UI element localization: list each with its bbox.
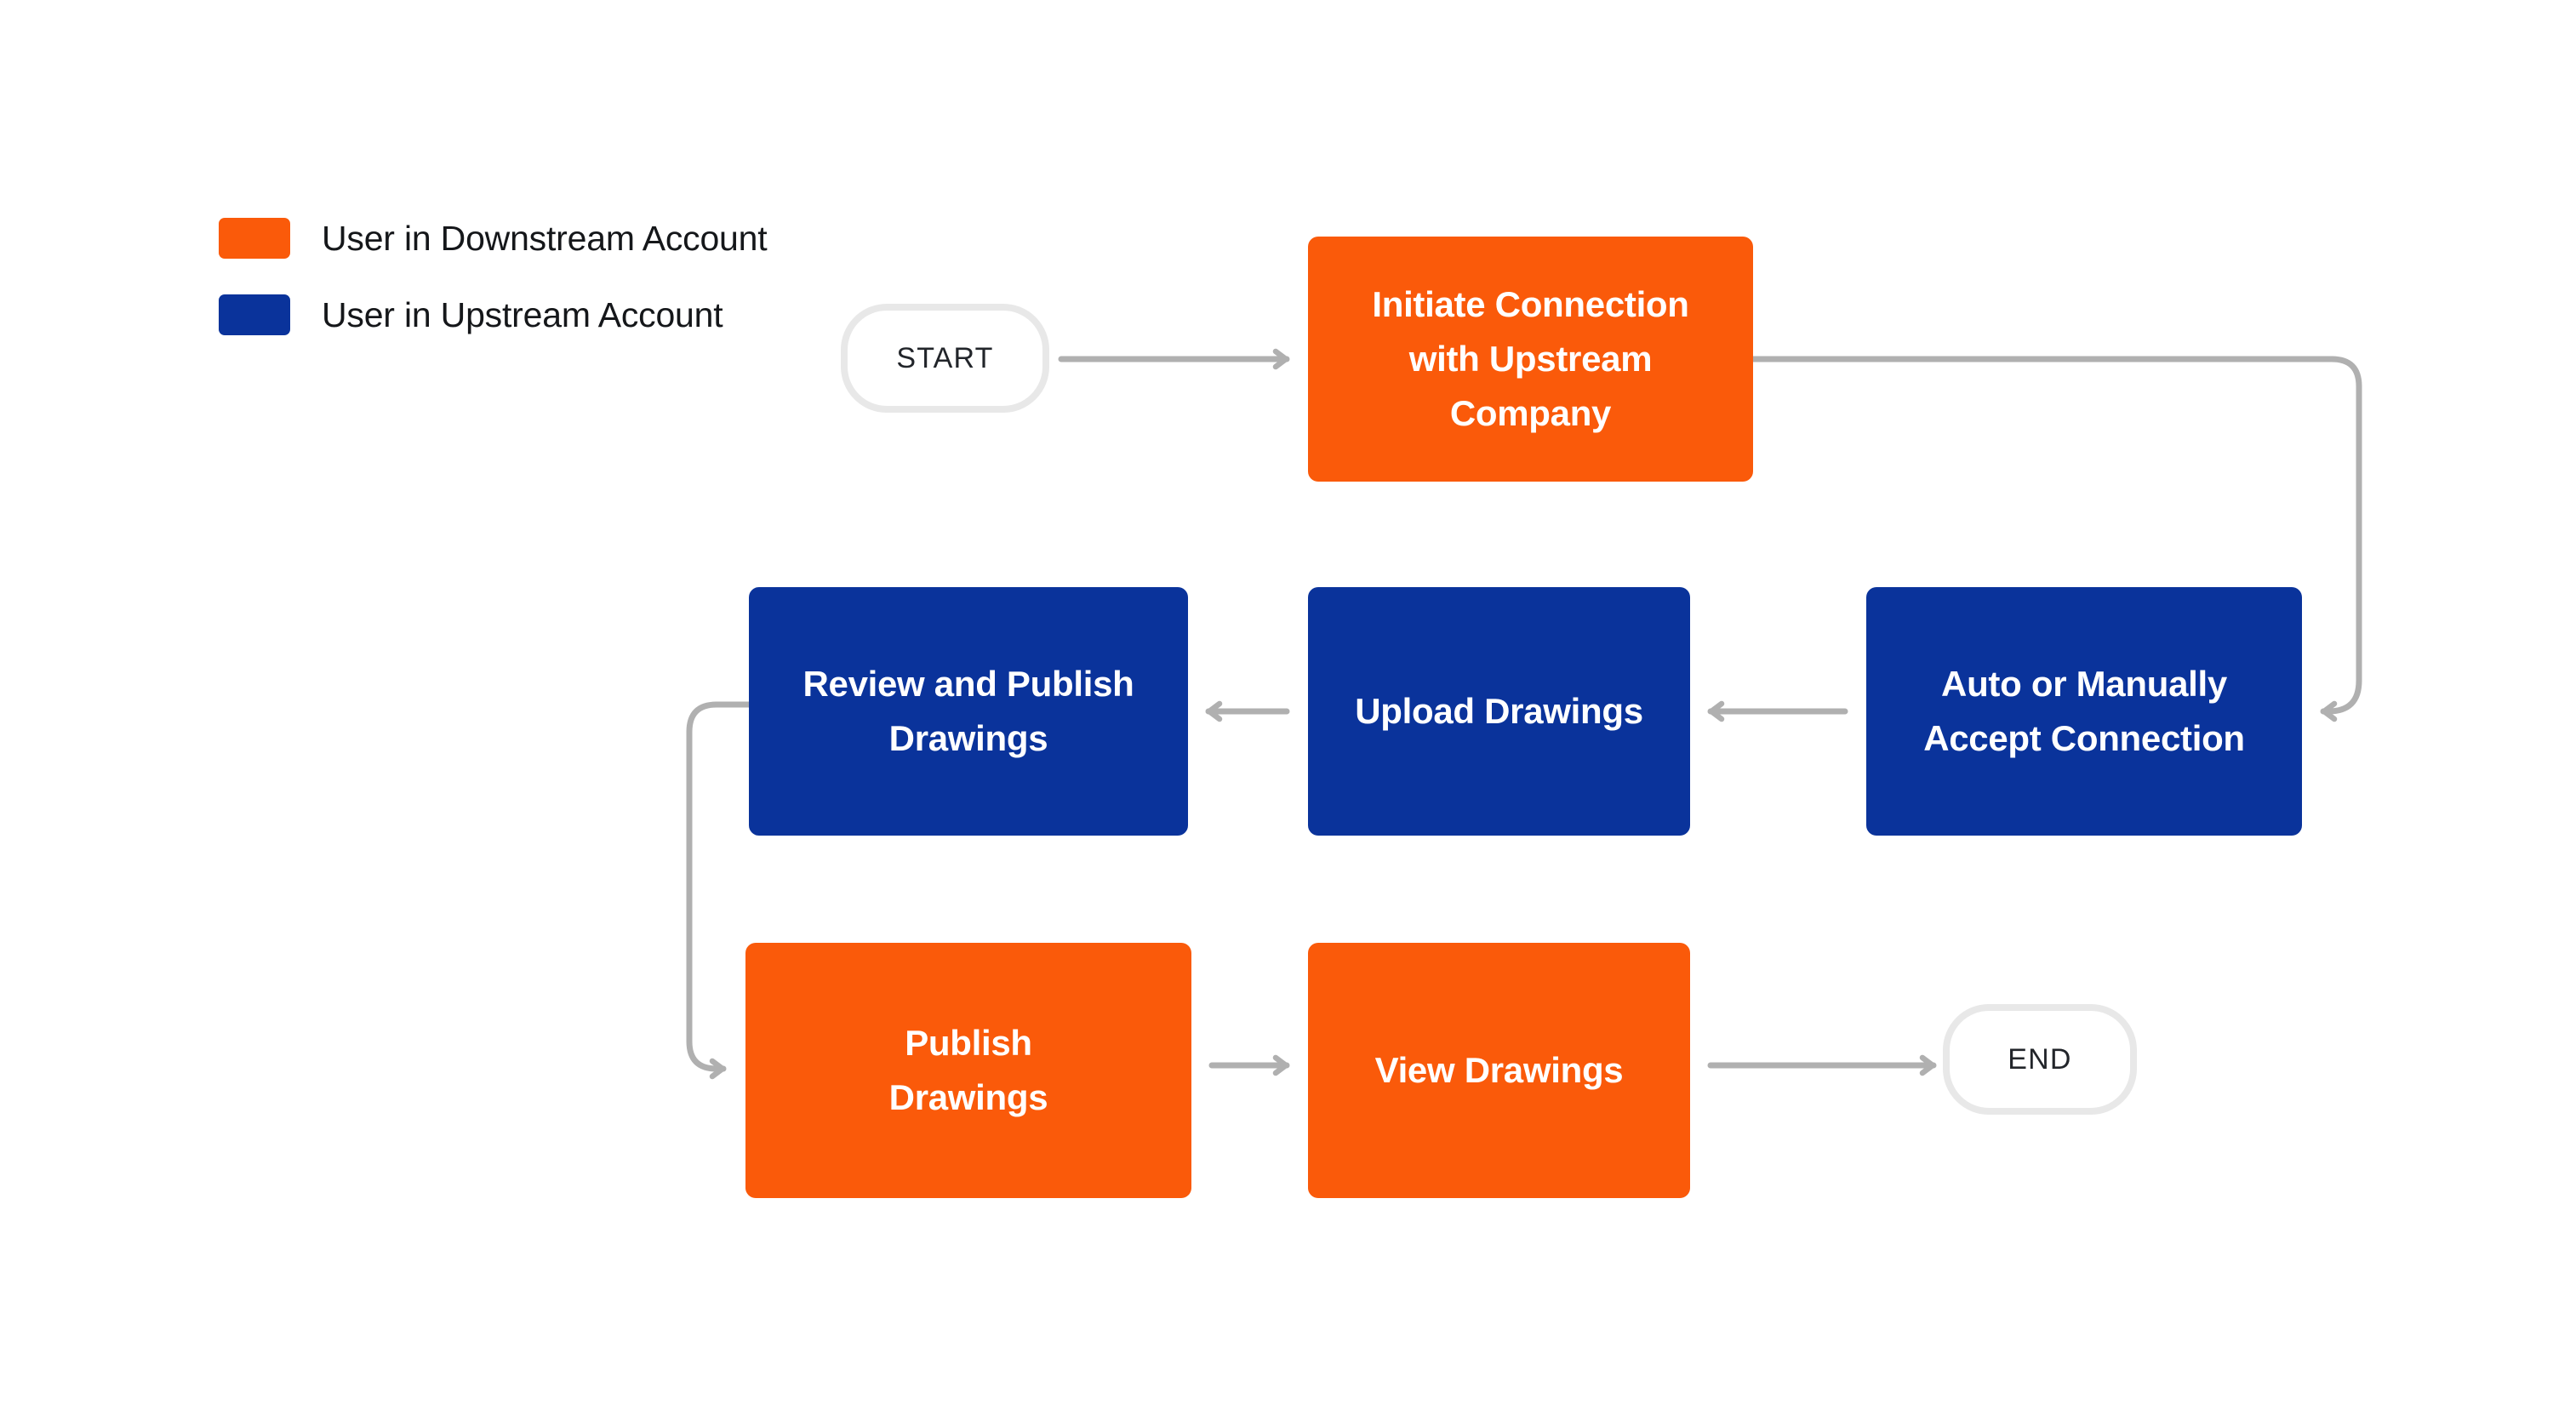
legend-item-upstream: User in Upstream Account (219, 289, 767, 340)
node-publish-line-1: Publish (905, 1023, 1032, 1064)
node-accept-line-2: Accept Connection (1923, 718, 2245, 758)
edge-review-to-publish (686, 701, 752, 1080)
node-end-label: END (2008, 1042, 2072, 1076)
node-accept-connection[interactable]: Auto or Manually Accept Connection (1866, 587, 2302, 836)
node-view-drawings-text: View Drawings (1375, 1043, 1624, 1098)
legend-swatch-upstream (219, 294, 290, 335)
node-upload-line-1: Upload Drawings (1355, 691, 1643, 732)
node-accept-line-1: Auto or Manually (1941, 664, 2227, 705)
node-review-line-2: Drawings (888, 718, 1048, 758)
node-review-line-1: Review and Publish (803, 664, 1134, 705)
node-end[interactable]: END (1943, 1004, 2137, 1115)
node-initiate-connection-text: Initiate Connection with Upstream Compan… (1372, 277, 1689, 440)
node-initiate-line-3: Company (1449, 392, 1612, 433)
node-view-line-1: View Drawings (1374, 1050, 1624, 1091)
node-initiate-line-1: Initiate Connection (1372, 284, 1689, 325)
node-upload-drawings[interactable]: Upload Drawings (1308, 587, 1690, 836)
legend-label-upstream: User in Upstream Account (322, 294, 723, 334)
node-view-drawings[interactable]: View Drawings (1308, 943, 1690, 1198)
node-review-publish-drawings-text: Review and Publish Drawings (803, 657, 1134, 766)
legend-swatch-downstream (219, 218, 290, 259)
node-accept-connection-text: Auto or Manually Accept Connection (1923, 657, 2245, 766)
node-publish-drawings[interactable]: Publish Drawings (745, 943, 1191, 1198)
node-publish-line-2: Drawings (888, 1077, 1048, 1117)
node-review-publish-drawings[interactable]: Review and Publish Drawings (749, 587, 1188, 836)
node-publish-drawings-text: Publish Drawings (889, 1016, 1048, 1125)
node-start[interactable]: START (841, 304, 1049, 413)
node-initiate-connection[interactable]: Initiate Connection with Upstream Compan… (1308, 237, 1753, 482)
legend-item-downstream: User in Downstream Account (219, 213, 768, 264)
node-initiate-line-2: with Upstream (1408, 339, 1653, 380)
legend: User in Downstream Account User in Upstr… (219, 213, 768, 366)
legend-label-downstream: User in Downstream Account (322, 218, 768, 258)
node-start-label: START (896, 341, 994, 374)
node-upload-drawings-text: Upload Drawings (1355, 684, 1643, 739)
